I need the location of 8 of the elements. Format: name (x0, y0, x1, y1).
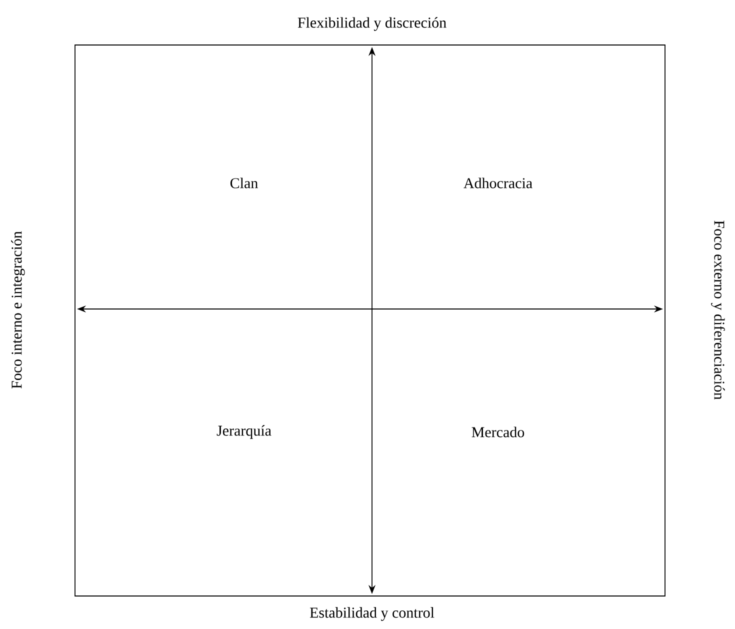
quadrant-label: Clan (230, 178, 258, 188)
axis-label: Foco externo y diferenciación (711, 220, 725, 400)
quadrant-label: Jerarquía (216, 425, 272, 439)
axis-label: Flexibilidad y discreción (298, 17, 446, 31)
axis-label: Estabilidad y control (310, 607, 434, 621)
quadrant-label: Adhocracia (464, 178, 532, 188)
quadrant-label: Mercado (472, 426, 524, 438)
axis-label: Foco interno e integración (11, 231, 25, 388)
